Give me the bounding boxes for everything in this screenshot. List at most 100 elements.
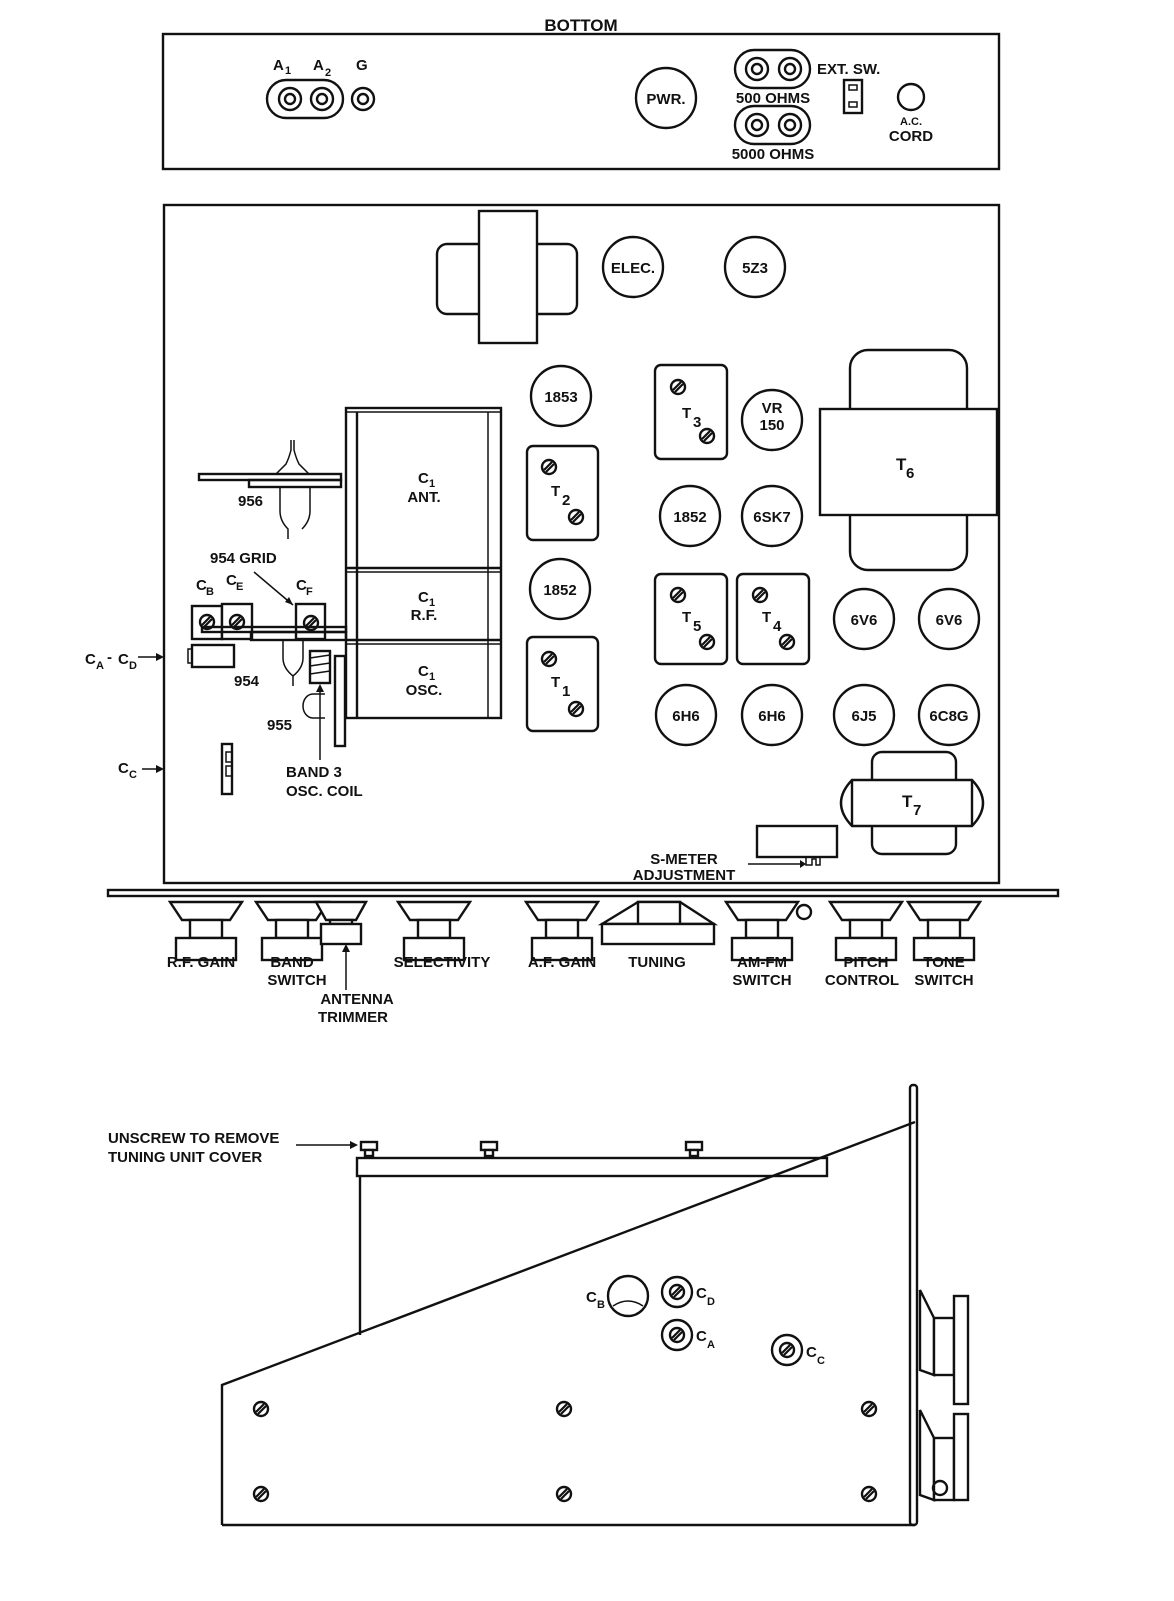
t1-sub: 1 (562, 683, 570, 700)
tube-1852-label: 1852 (673, 509, 706, 526)
knob-am-fm-switch (724, 900, 800, 962)
label-band-switch-2: SWITCH (267, 972, 326, 989)
t3-label: T (682, 405, 691, 422)
tube-6v6-left: 6V6 (832, 587, 896, 651)
terminal-g-label: G (356, 57, 368, 74)
side-cd-label: C (696, 1285, 707, 1302)
cap-ant-sub: 1 (429, 478, 435, 490)
cap-rf-line2: R.F. (411, 607, 438, 624)
tube-6j5-label: 6J5 (851, 708, 876, 725)
side-labels: C A - C D C C (85, 649, 164, 781)
t4-label: T (762, 609, 771, 626)
transformer-t6: T 6 (818, 348, 999, 572)
tube-vr150-label-2: 150 (759, 417, 784, 434)
tube-6j5: 6J5 (832, 683, 896, 747)
gang-capacitor: C 1 ANT. C 1 R.F. C 1 OSC. (344, 406, 503, 720)
tube-6v6-label: 6V6 (851, 612, 878, 629)
ac-cord-label-2: CORD (889, 128, 933, 145)
ca-cd-label-s2: D (129, 660, 137, 672)
cb-label: C (196, 577, 207, 594)
mounting-screws (252, 1400, 878, 1503)
cf-sub: F (306, 586, 313, 598)
power-transformer (435, 209, 579, 345)
s-meter-label-1: S-METER (650, 851, 718, 868)
knob-rf-gain (168, 900, 244, 962)
side-trimmers: C B C D C A C C (586, 1274, 825, 1367)
tube-1852-upper: 1852 (658, 484, 722, 548)
label-am-fm-1: AM-FM (737, 954, 787, 971)
tube-6h6-label: 6H6 (672, 708, 700, 725)
tube-vr150-label-1: VR (762, 400, 783, 417)
tube-954-assembly: 954 GRID C B C E C F 954 955 (187, 550, 363, 800)
tube-6h6-label: 6H6 (758, 708, 786, 725)
side-cb-sub: B (597, 1299, 605, 1311)
tube-956-label: 956 (238, 493, 263, 510)
output-5000-ohms: 5000 OHMS (732, 104, 815, 163)
tube-elec: ELEC. (601, 235, 665, 299)
side-cc-sub: C (817, 1355, 825, 1367)
side-cb-label: C (586, 1289, 597, 1306)
label-tuning: TUNING (628, 954, 686, 971)
side-ca-sub: A (707, 1339, 715, 1351)
cap-rf-label: C (418, 589, 429, 606)
ce-label: C (226, 572, 237, 589)
unscrew-note-1: UNSCREW TO REMOVE (108, 1130, 279, 1147)
side-view: UNSCREW TO REMOVE TUNING UNIT COVER (108, 1083, 970, 1527)
cover-screws (359, 1140, 704, 1158)
grid-954-label: 954 GRID (210, 550, 277, 567)
knob-af-gain (524, 900, 600, 962)
t6-label: T (896, 455, 907, 474)
side-cc-label: C (806, 1344, 817, 1361)
ac-cord: A.C. CORD (889, 82, 933, 145)
cap-ant-label: C (418, 470, 429, 487)
transformer-t2: T 2 (525, 444, 600, 542)
arrow-icon (156, 765, 164, 773)
side-cd-sub: D (707, 1296, 715, 1308)
cc-label: C (118, 760, 129, 777)
tube-6sk7: 6SK7 (740, 484, 804, 548)
knob-tuning (597, 900, 719, 946)
tube-5z3-label: 5Z3 (742, 260, 768, 277)
tube-6v6-label: 6V6 (936, 612, 963, 629)
side-ca-label: C (696, 1328, 707, 1345)
cb-sub: B (206, 586, 214, 598)
tube-6sk7-label: 6SK7 (753, 509, 791, 526)
label-tone-2: SWITCH (914, 972, 973, 989)
terminal-a1-label: A (273, 57, 284, 74)
tube-6h6-left: 6H6 (654, 683, 718, 747)
label-pitch-2: CONTROL (825, 972, 899, 989)
tube-1852-label: 1852 (543, 582, 576, 599)
cap-osc-line2: OSC. (406, 682, 443, 699)
front-panel: R.F. GAIN BAND SWITCH SELECTIVITY A.F. G… (106, 888, 1060, 1026)
t5-sub: 5 (693, 618, 701, 635)
label-band-switch-1: BAND (270, 954, 313, 971)
label-af-gain: A.F. GAIN (528, 954, 596, 971)
ohms-5000-label: 5000 OHMS (732, 146, 815, 163)
transformer-t4: T 4 (735, 572, 811, 666)
cf-label: C (296, 577, 307, 594)
t6-sub: 6 (906, 465, 914, 482)
label-antenna-trimmer-2: TRIMMER (318, 1009, 388, 1026)
power-socket: PWR. (634, 66, 698, 130)
control-labels: R.F. GAIN BAND SWITCH SELECTIVITY A.F. G… (167, 944, 974, 1026)
ca-cd-dash: - (107, 649, 112, 666)
tube-1853-label: 1853 (544, 389, 577, 406)
tube-1853: 1853 (529, 364, 593, 428)
chassis-top-view: ELEC. 5Z3 1853 VR 150 1852 6SK7 1852 6V6… (162, 203, 1001, 885)
t2-sub: 2 (562, 492, 570, 509)
bottom-panel: BOTTOM A 1 A 2 G PWR. 500 OHMS (161, 16, 1001, 171)
ca-cd-label-c1: C (85, 651, 96, 668)
terminal-a2-label: A (313, 57, 324, 74)
t2-label: T (551, 483, 560, 500)
label-rf-gain: R.F. GAIN (167, 954, 235, 971)
tube-5z3: 5Z3 (723, 235, 787, 299)
transformer-t3: T 3 (653, 363, 729, 461)
tube-elec-label: ELEC. (611, 260, 655, 277)
knob-pitch-control (828, 900, 904, 962)
ext-switch: EXT. SW. (817, 61, 880, 115)
ext-sw-label: EXT. SW. (817, 61, 880, 78)
cc-sub: C (129, 769, 137, 781)
power-label: PWR. (646, 91, 685, 108)
cap-osc-sub: 1 (429, 671, 435, 683)
